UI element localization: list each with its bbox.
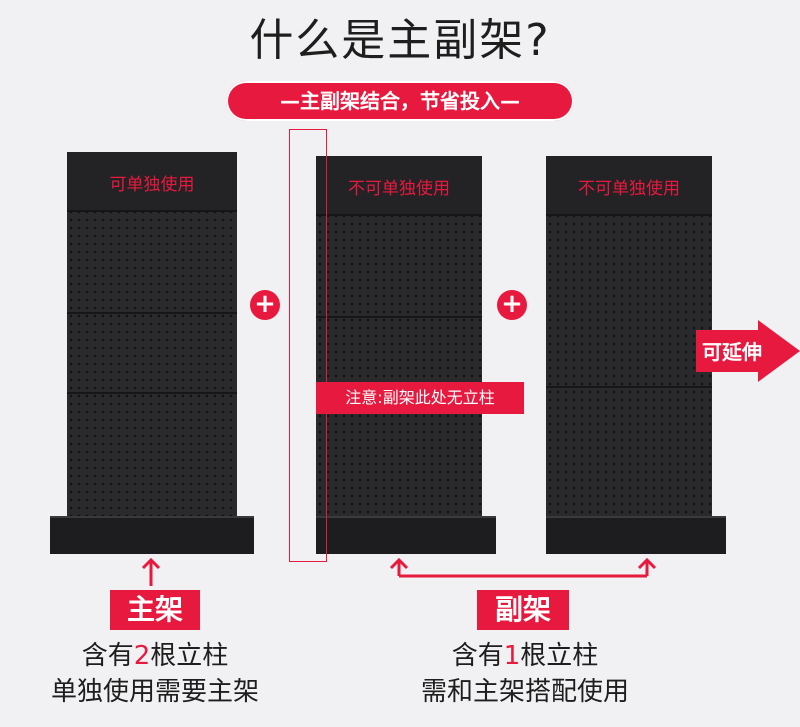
subtitle-text: —主副架结合，节省投入— <box>280 89 520 113</box>
sub-shelf-1-base <box>316 516 496 554</box>
sub-shelf-1-header: 不可单独使用 <box>316 156 482 216</box>
plus-icon: + <box>250 290 280 320</box>
main-shelf: 可单独使用 <box>67 152 237 524</box>
sub-shelf-2-header: 不可单独使用 <box>546 156 712 216</box>
plus-icon: + <box>497 290 527 320</box>
main-shelf-label: 可单独使用 <box>109 175 195 195</box>
main-desc-line2: 单独使用需要主架 <box>50 677 259 707</box>
main-shelf-base <box>50 516 254 554</box>
main-shelf-description: 含有2根立柱 单独使用需要主架 <box>20 638 290 710</box>
shelf-divider <box>546 386 712 388</box>
sub-shelf-tag: 副架 <box>477 590 569 630</box>
highlight-box <box>289 129 327 562</box>
sub-shelf-1: 不可单独使用 <box>316 156 482 524</box>
shelf-divider <box>67 312 237 314</box>
arrow-right-icon <box>696 320 800 382</box>
main-shelf-header: 可单独使用 <box>67 152 237 212</box>
sub-desc-line2: 需和主架搭配使用 <box>420 677 629 707</box>
sub-shelf-1-label: 不可单独使用 <box>348 179 450 199</box>
shelf-divider <box>316 316 482 318</box>
main-desc-line1: 含有2根立柱 <box>81 641 229 671</box>
main-shelf-tag: 主架 <box>110 590 200 630</box>
sub-desc-line1: 含有1根立柱 <box>451 641 599 671</box>
shelf-divider <box>67 392 237 394</box>
note-label: 注意:副架此处无立柱 <box>316 382 524 414</box>
arrow-up-icon <box>141 557 161 586</box>
subtitle-banner: —主副架结合，节省投入— <box>226 81 574 121</box>
sub-shelf-description: 含有1根立柱 需和主架搭配使用 <box>390 638 660 710</box>
page-title: 什么是主副架? <box>249 15 551 66</box>
extend-label: 可延伸 <box>702 340 762 364</box>
sub-shelf-2: 不可单独使用 <box>546 156 712 524</box>
sub-shelf-2-base <box>546 516 726 554</box>
double-arrow-icon <box>389 557 657 578</box>
sub-shelf-2-label: 不可单独使用 <box>578 179 680 199</box>
